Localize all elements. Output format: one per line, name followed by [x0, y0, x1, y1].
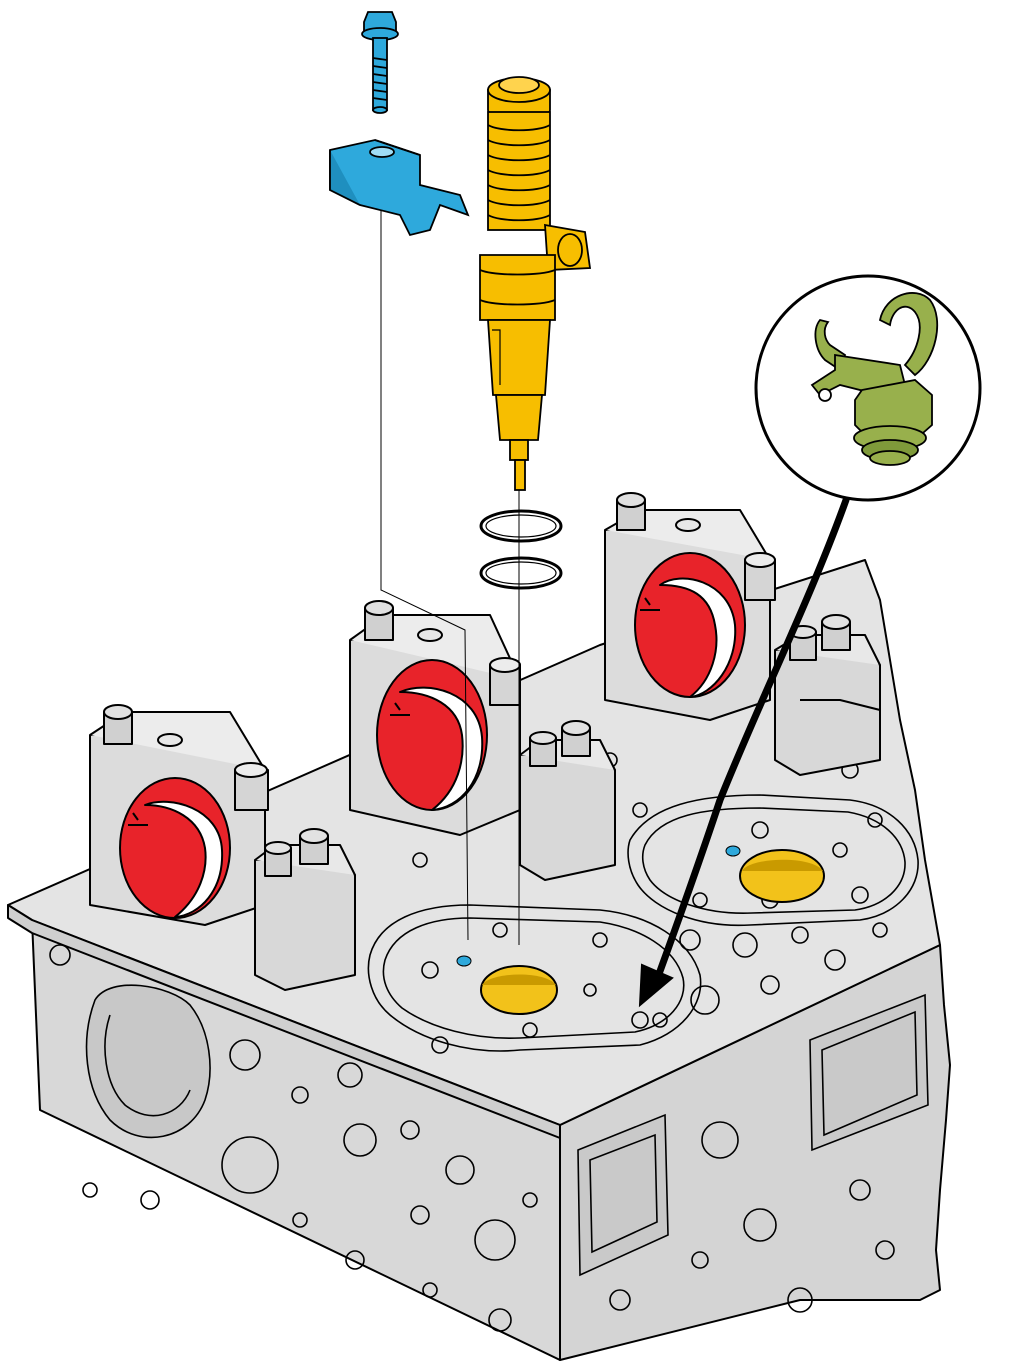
bearing-cap-rear [604, 492, 776, 721]
clamp-bolt [361, 11, 399, 114]
arrow-icon [651, 496, 850, 989]
combustion-chamber-front [367, 904, 702, 1052]
injector-clamp [329, 139, 470, 237]
bearing-cap-center [519, 720, 616, 881]
bearing-cap-middle [349, 600, 521, 836]
o-rings [479, 509, 563, 590]
injector-seat-front [480, 965, 558, 1015]
o-ring-lower [479, 556, 563, 590]
bearing-cap-right [774, 614, 881, 776]
front-face-cavity [85, 984, 211, 1139]
dowel-hole-front [456, 955, 472, 967]
injector-seats [456, 845, 825, 1015]
front-face-details [49, 944, 538, 1332]
right-port-1 [577, 1113, 669, 1277]
sensor-icon [810, 292, 939, 466]
bearing-cap-front-small [254, 828, 356, 991]
right-port-2 [809, 993, 929, 1152]
sensor-callout [754, 274, 982, 502]
right-side-details [577, 993, 929, 1313]
callout-arrow [638, 496, 850, 1008]
injector-seat-rear [739, 849, 825, 903]
camshaft-bearing-caps [89, 492, 881, 991]
dowel-hole-rear [725, 845, 741, 857]
o-ring-upper [479, 509, 563, 543]
bearing-cap-front [89, 704, 269, 926]
fuel-injector [479, 76, 592, 491]
